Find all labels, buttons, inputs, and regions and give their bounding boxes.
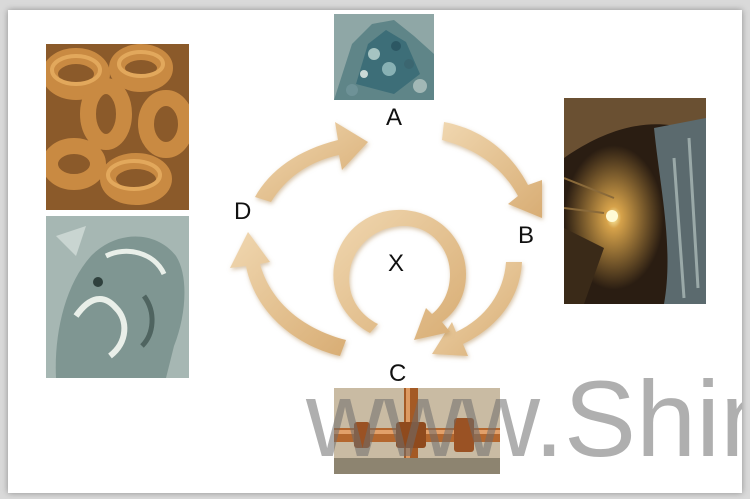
arrow-c-to-d — [230, 232, 346, 356]
label-c: C — [389, 360, 407, 387]
arrow-a-to-b — [442, 122, 542, 218]
arrow-d-to-a — [255, 122, 368, 202]
corroded-coin-icon — [46, 216, 189, 378]
label-d: D — [234, 198, 252, 225]
label-a: A — [386, 104, 403, 131]
label-x: X — [388, 250, 405, 277]
cycle-diagram: A B C D X www.Shin — [8, 10, 742, 493]
mine-tunnel-icon — [564, 98, 706, 304]
rusty-chain-icon — [46, 44, 189, 210]
arrow-b-to-c — [432, 262, 522, 356]
watermark-text: www.Shin — [306, 358, 742, 479]
copper-pipes-icon — [334, 388, 500, 474]
label-b: B — [518, 222, 535, 249]
ore-rock-icon — [334, 14, 434, 100]
cycle-arrows — [230, 122, 542, 356]
